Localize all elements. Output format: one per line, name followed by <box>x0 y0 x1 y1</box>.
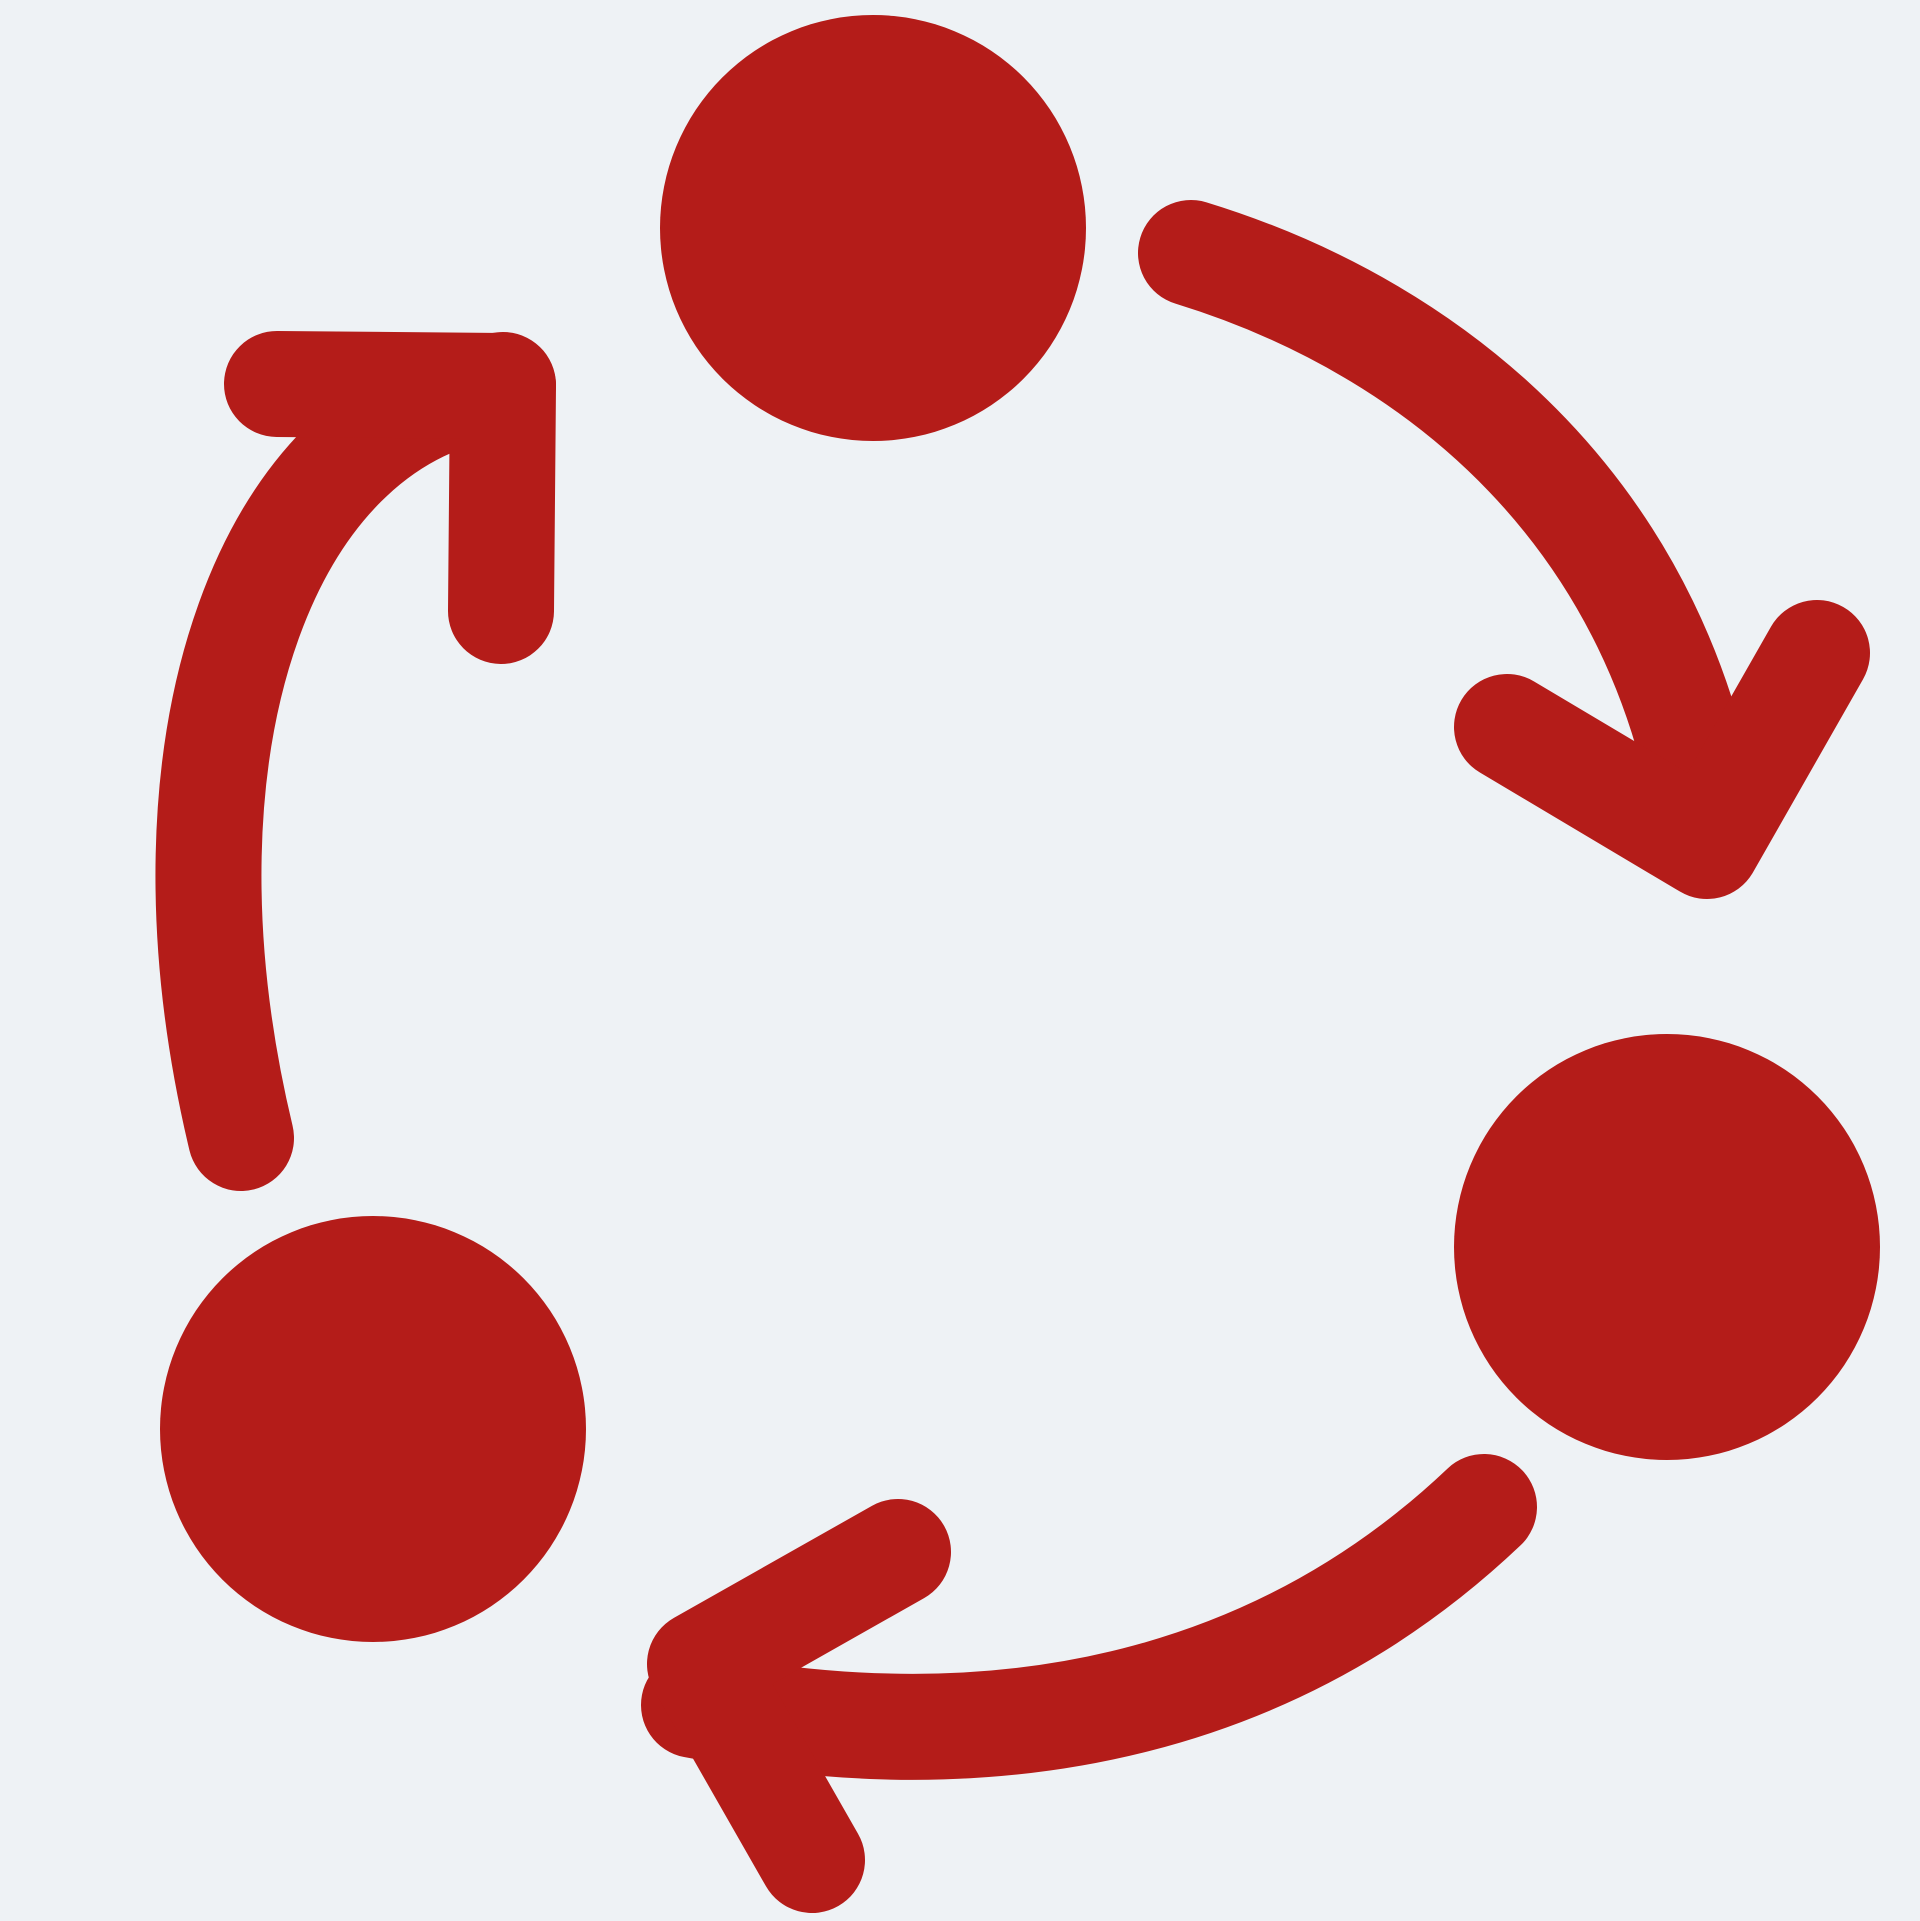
nodes <box>160 15 1880 1642</box>
right-node-circle <box>1454 1034 1880 1460</box>
bottom-arrow-head <box>647 1499 951 1913</box>
bottom-left-node-circle <box>160 1216 586 1642</box>
bottom-arc-arrow <box>641 1454 1537 1780</box>
arrows <box>155 200 1870 1913</box>
right-arrow-head <box>1454 600 1870 899</box>
left-arrow-head <box>224 331 556 664</box>
top-node-circle <box>660 15 1086 441</box>
right-arc-arrow <box>1138 200 1763 893</box>
